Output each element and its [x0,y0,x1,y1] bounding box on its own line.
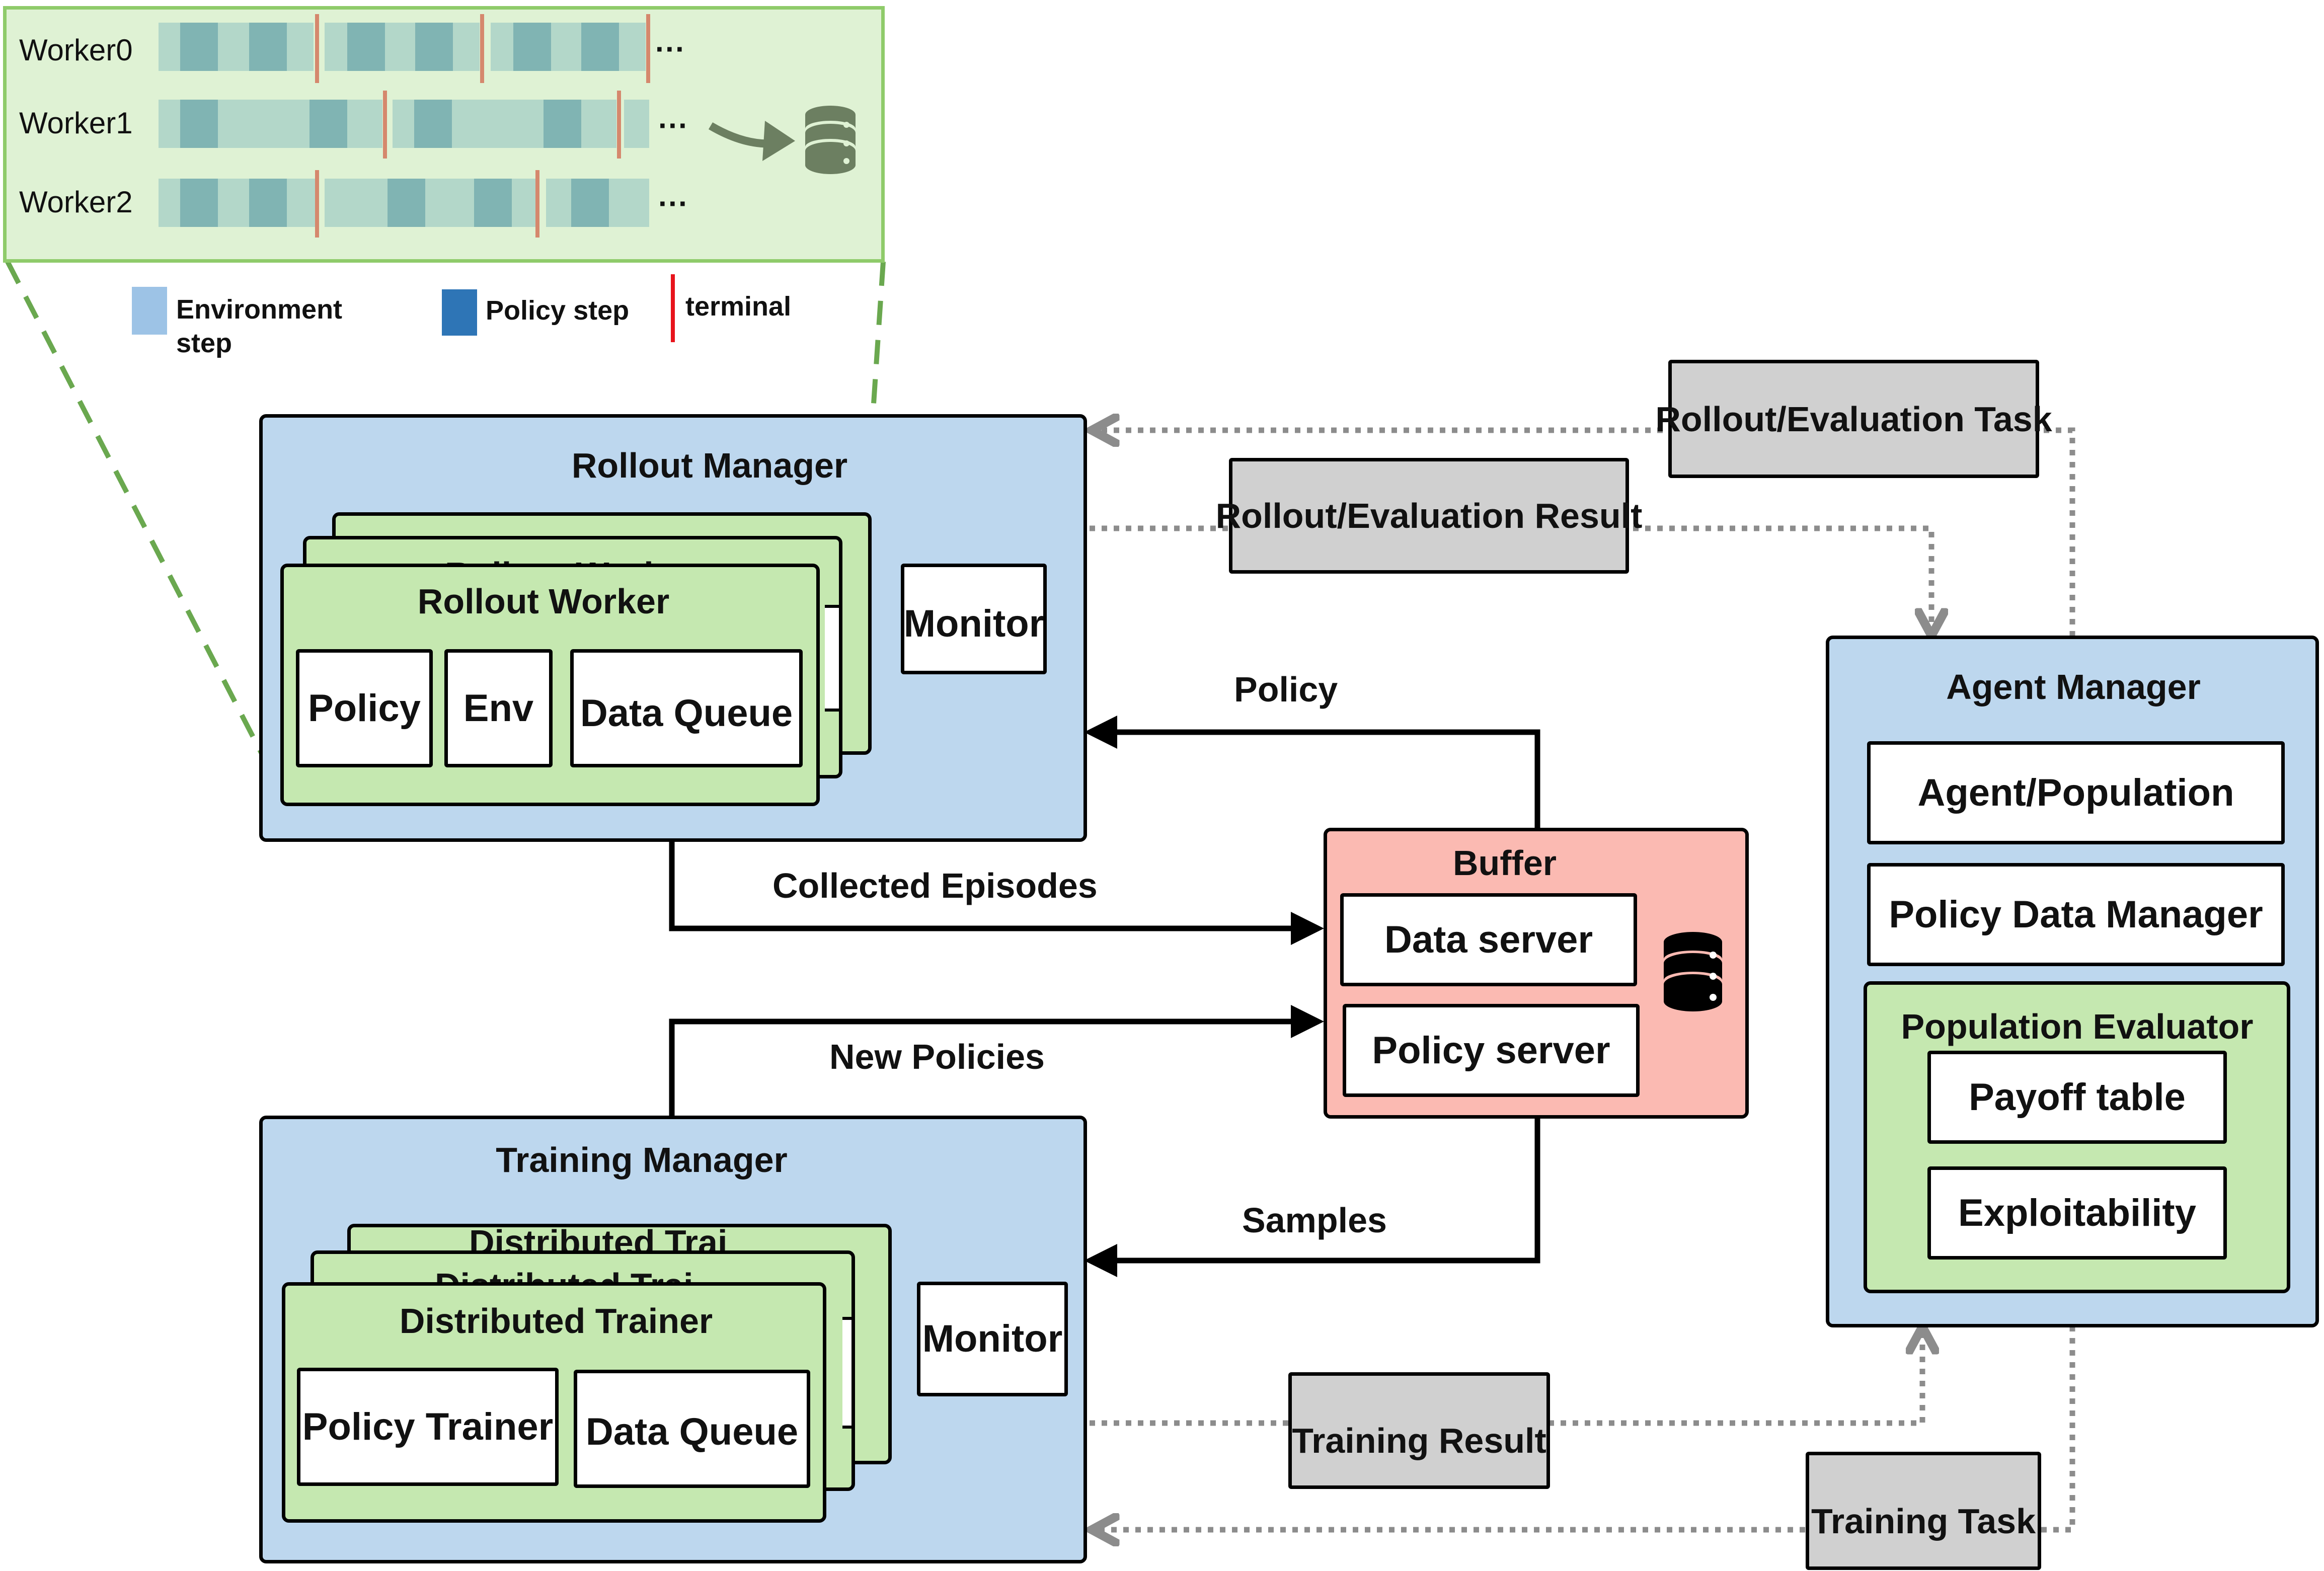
policy-module: Policy [296,649,433,767]
worker0-label: Worker0 [19,33,133,67]
agent-population: Agent/Population [1867,741,2285,844]
rollout-eval-task-arrow [1095,430,2075,637]
samples-label: Samples [1242,1201,1387,1240]
trainer-data-queue-module: Data Queue [574,1370,810,1488]
samples-arrow [1084,1117,1540,1277]
agent-manager-title: Agent Manager [1946,667,2201,706]
data-server: Data server [1340,893,1637,986]
worker1-ellipsis: ··· [658,109,688,142]
rollout-worker-title: Rollout Worker [417,582,670,621]
training-result-arrow [1090,1329,1922,1426]
rollout-monitor: Monitor [901,564,1047,674]
worker1-label: Worker1 [19,106,133,140]
population-evaluator-title: Population Evaluator [1901,1007,2254,1046]
zoom-line-left [5,260,284,794]
policy-flow-label: Policy [1234,670,1338,709]
new-policies-label: New Policies [829,1037,1045,1076]
payoff-table: Payoff table [1927,1051,2227,1144]
buffer-database-icon [1664,932,1722,1011]
worker0-ellipsis: ··· [655,32,685,66]
buffer-title: Buffer [1452,843,1557,883]
data-queue-module: Data Queue [570,649,803,767]
policy-data-manager: Policy Data Manager [1867,863,2285,966]
training-task-message: Training Task [1806,1452,2041,1570]
worker2-label: Worker2 [19,185,133,219]
worker-timeline-panel [3,6,885,263]
legend-env-swatch [132,287,167,335]
stacked-card-edge [825,605,839,712]
collected-episodes-arrow [669,840,1324,945]
policy-arrow [1084,716,1540,830]
distributed-trainer-title: Distributed Trainer [399,1301,713,1341]
policy-trainer-module: Policy Trainer [297,1368,559,1486]
collected-episodes-label: Collected Episodes [772,866,1098,905]
legend-policy-step: Policy step [486,295,630,326]
legend-env-step-line1: Environment [176,294,343,325]
rollout-eval-result-message: Rollout/Evaluation Result [1216,458,1642,574]
worker2-ellipsis: ··· [658,187,688,220]
legend-terminal: terminal [685,291,792,322]
policy-server: Policy server [1343,1004,1640,1097]
rollout-eval-task-message: Rollout/Evaluation Task [1655,360,2052,478]
training-result-message: Training Result [1288,1372,1550,1489]
stacked-card-edge [842,1317,851,1429]
exploitability: Exploitability [1927,1166,2227,1260]
new-policies-arrow [669,1005,1324,1117]
legend-env-step-line2: step [176,328,233,358]
rollout-manager-title: Rollout Manager [571,446,848,485]
training-manager-title: Training Manager [496,1140,788,1180]
legend-policy-swatch [442,289,477,336]
training-monitor: Monitor [917,1282,1068,1396]
env-module: Env [444,649,553,767]
